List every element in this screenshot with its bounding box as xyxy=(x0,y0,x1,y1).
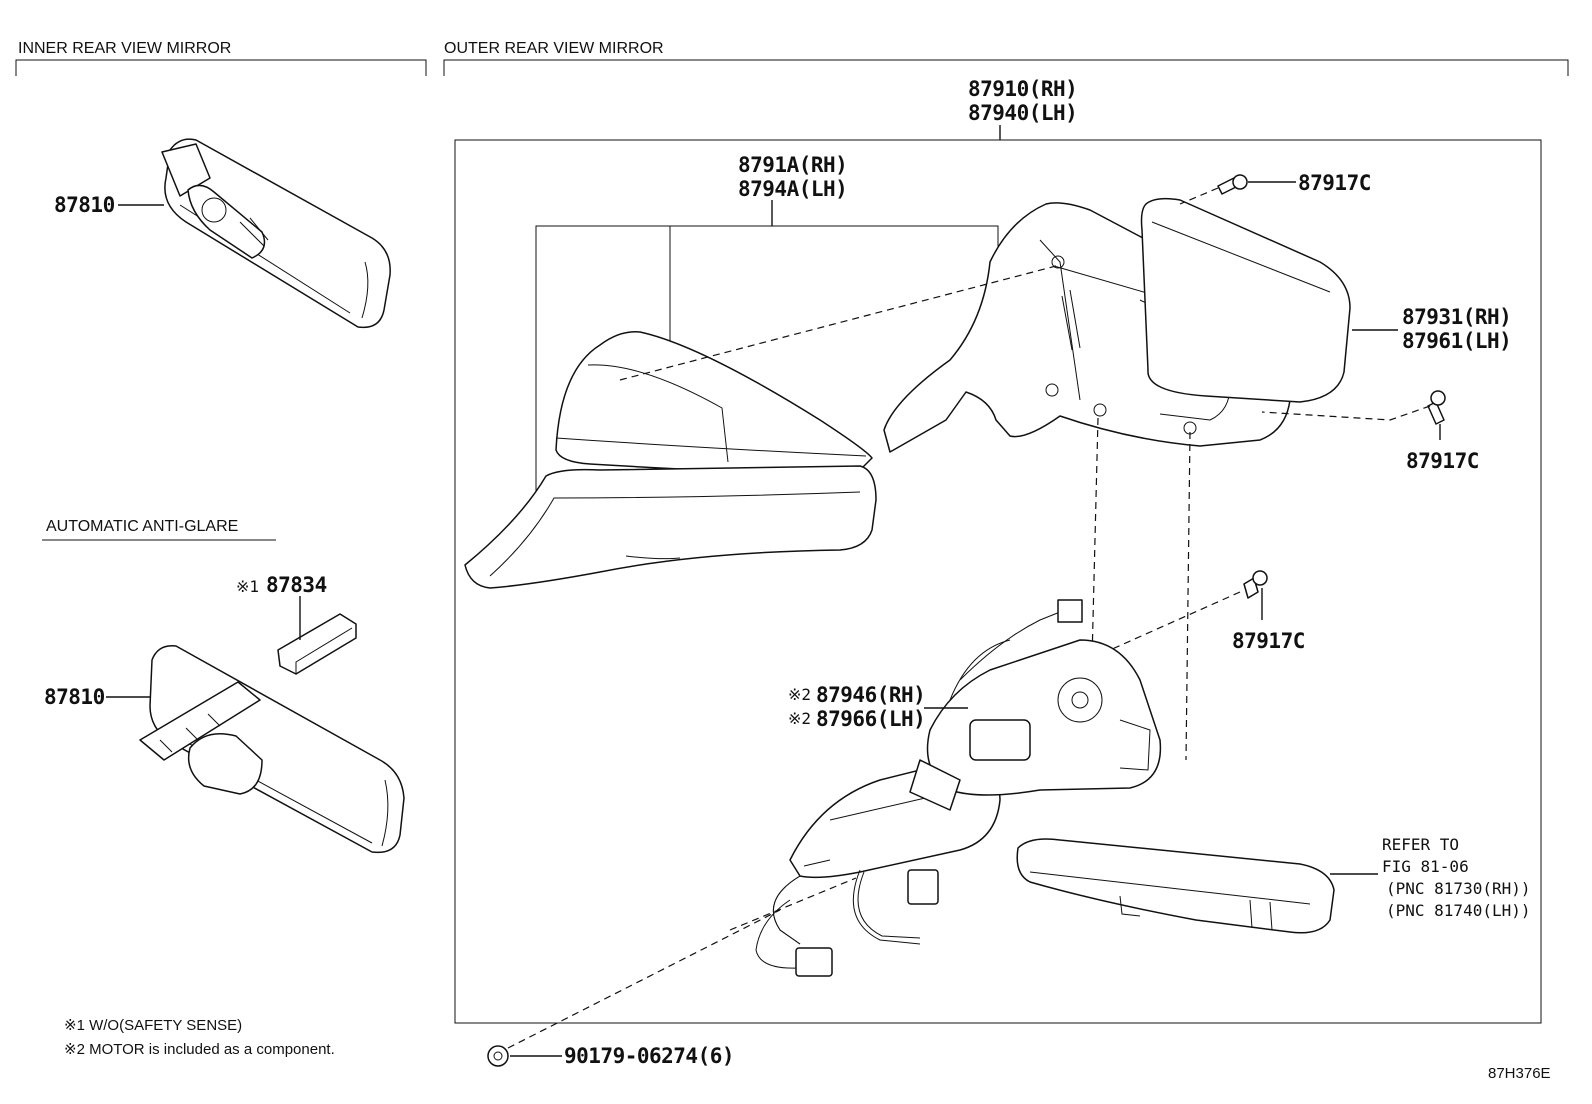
callout-motor-lh-mark: ※2 xyxy=(788,709,811,728)
dash-cover-to-housing xyxy=(619,265,1057,381)
sensor-cover-drawing xyxy=(277,613,357,675)
inner-mirror-drawing xyxy=(161,138,391,329)
dash-housing-to-motor-a xyxy=(1091,417,1099,661)
screw-a-drawing xyxy=(1217,174,1248,195)
callout-glass-lh: 87961(LH) xyxy=(1402,329,1511,353)
section-title-inner: INNER REAR VIEW MIRROR xyxy=(18,40,231,57)
mirror-glass-drawing xyxy=(1140,197,1351,403)
callout-sensor-cover-mark: ※1 xyxy=(236,577,259,596)
footnote-2: ※2 MOTOR is included as a component. xyxy=(64,1041,335,1058)
outer-mirror-frame xyxy=(454,139,1542,1024)
mirror-cover-drawing xyxy=(464,331,877,589)
dash-screw-c xyxy=(1109,591,1241,651)
callout-cover-lh: 8794A(LH) xyxy=(738,177,847,201)
dash-harness-a xyxy=(729,877,857,931)
refer-line-3: (PNC 81730(RH)) xyxy=(1386,879,1531,898)
refer-line-4: (PNC 81740(LH)) xyxy=(1386,901,1531,920)
anti-glare-mirror-drawing xyxy=(139,645,405,854)
callout-screw-a: 87917C xyxy=(1298,171,1371,195)
callout-motor-rh: 87946(RH) xyxy=(816,683,925,707)
callout-glass-rh: 87931(RH) xyxy=(1402,305,1511,329)
callout-clip: 90179-06274(6) xyxy=(564,1044,734,1068)
callout-sensor-cover: 87834 xyxy=(266,573,327,597)
wire-harness-drawing xyxy=(755,859,939,977)
section-bracket-outer xyxy=(443,59,1569,76)
dash-housing-to-motor-b xyxy=(1185,431,1191,761)
turn-signal-drawing xyxy=(1016,838,1335,934)
figure-code: 87H376E xyxy=(1488,1065,1551,1082)
screw-b-drawing xyxy=(1427,390,1446,425)
callout-motor-lh: 87966(LH) xyxy=(816,707,925,731)
dash-clip-to-harness xyxy=(507,909,781,1049)
cover-bracket xyxy=(535,225,999,540)
dash-screw-b xyxy=(1261,405,1431,421)
motor-assembly-drawing xyxy=(789,599,1162,879)
refer-line-1: REFER TO xyxy=(1382,835,1459,854)
clip-drawing xyxy=(487,1045,509,1067)
callout-motor-rh-mark: ※2 xyxy=(788,685,811,704)
footnote-1: ※1 W/O(SAFETY SENSE) xyxy=(64,1017,242,1034)
dash-screw-a xyxy=(1179,187,1219,205)
callout-inner-mirror-b: 87810 xyxy=(44,685,105,709)
section-title-anti-glare: AUTOMATIC ANTI-GLARE xyxy=(46,518,238,535)
callout-outer-assy-lh: 87940(LH) xyxy=(968,101,1077,125)
callout-outer-assy-rh: 87910(RH) xyxy=(968,77,1077,101)
callout-cover-rh: 8791A(RH) xyxy=(738,153,847,177)
callout-screw-b: 87917C xyxy=(1406,449,1479,473)
callout-inner-mirror-a: 87810 xyxy=(54,193,115,217)
callout-screw-c: 87917C xyxy=(1232,629,1305,653)
screw-c-drawing xyxy=(1243,570,1268,599)
section-title-outer: OUTER REAR VIEW MIRROR xyxy=(444,40,664,57)
section-bracket-inner xyxy=(15,59,427,76)
refer-line-2: FIG 81-06 xyxy=(1382,857,1469,876)
